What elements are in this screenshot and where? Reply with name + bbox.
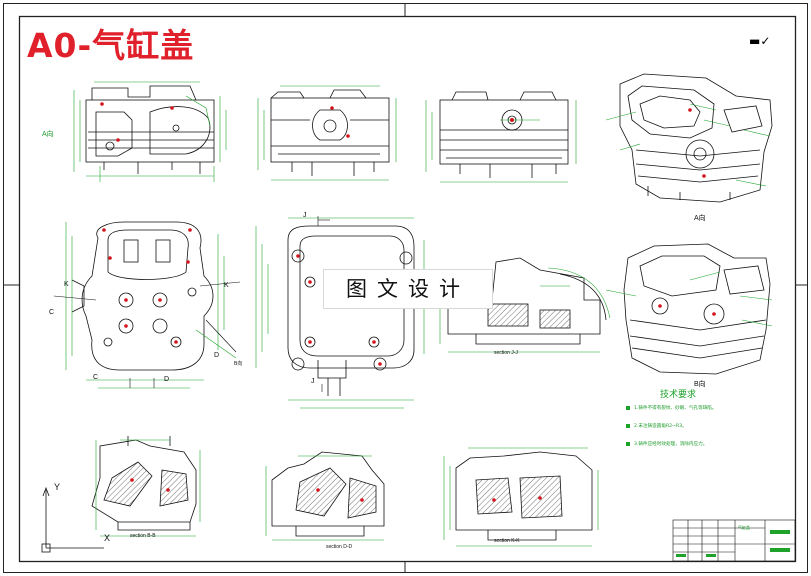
label-section-jj: section J-J: [494, 350, 518, 356]
axis-x-label: X: [104, 533, 111, 543]
cut-letter-c1: C: [49, 309, 55, 316]
watermark: 图文设计: [323, 269, 493, 309]
ucs-axis-icon: [41, 486, 104, 553]
label-section-kk: section K-K: [494, 538, 520, 544]
inner-border: [18, 15, 797, 563]
drawing-title: A0-气缸盖: [27, 26, 195, 65]
cut-letter-j1: J: [303, 212, 307, 219]
title-block-name: 气缸盖: [738, 525, 750, 530]
axis-y-label: Y: [54, 482, 61, 492]
side-view-2: [270, 89, 390, 176]
cut-letter-k1: K: [64, 281, 69, 288]
label-b-view-center: B向: [234, 361, 243, 367]
cut-letter-d1: D: [214, 352, 220, 359]
label-a-view-left: A向: [42, 131, 54, 138]
label-section-dd: section D-D: [326, 544, 353, 550]
plan-view-left: [71, 221, 214, 371]
tech-bullets: [626, 406, 630, 446]
tech-note-3: 3.铸件应经时效处理，消除内应力。: [634, 442, 708, 447]
section-jj: [447, 257, 607, 345]
isometric-view-b: [623, 243, 771, 375]
section-kk: [455, 451, 593, 541]
cut-letter-k2: K: [224, 282, 229, 289]
title-block: [672, 519, 796, 562]
label-section-bb: section B-B: [130, 533, 156, 539]
check-mark-icon: ▬✓: [749, 34, 771, 48]
section-dd: [271, 451, 385, 537]
tech-note-1: 1.铸件不得有裂纹、砂眼、气孔等缺陷。: [634, 406, 717, 411]
cut-letter-d2: D: [164, 376, 170, 383]
section-bb: [91, 436, 197, 531]
label-a-view-right: A向: [694, 215, 706, 222]
tech-requirements-title: 技术要求: [660, 390, 697, 400]
cut-letter-j2: J: [311, 378, 315, 385]
cut-letter-c2: C: [93, 374, 99, 381]
label-b-view-right: B向: [694, 381, 706, 388]
isometric-view-a: [619, 73, 773, 203]
tech-note-2: 2.未注铸造圆角R2~R3。: [634, 424, 687, 429]
plan-view-center: [287, 225, 415, 396]
side-view-3: [439, 91, 569, 178]
front-view-top-left: [85, 85, 215, 174]
front-view-dimensions: [73, 81, 227, 182]
